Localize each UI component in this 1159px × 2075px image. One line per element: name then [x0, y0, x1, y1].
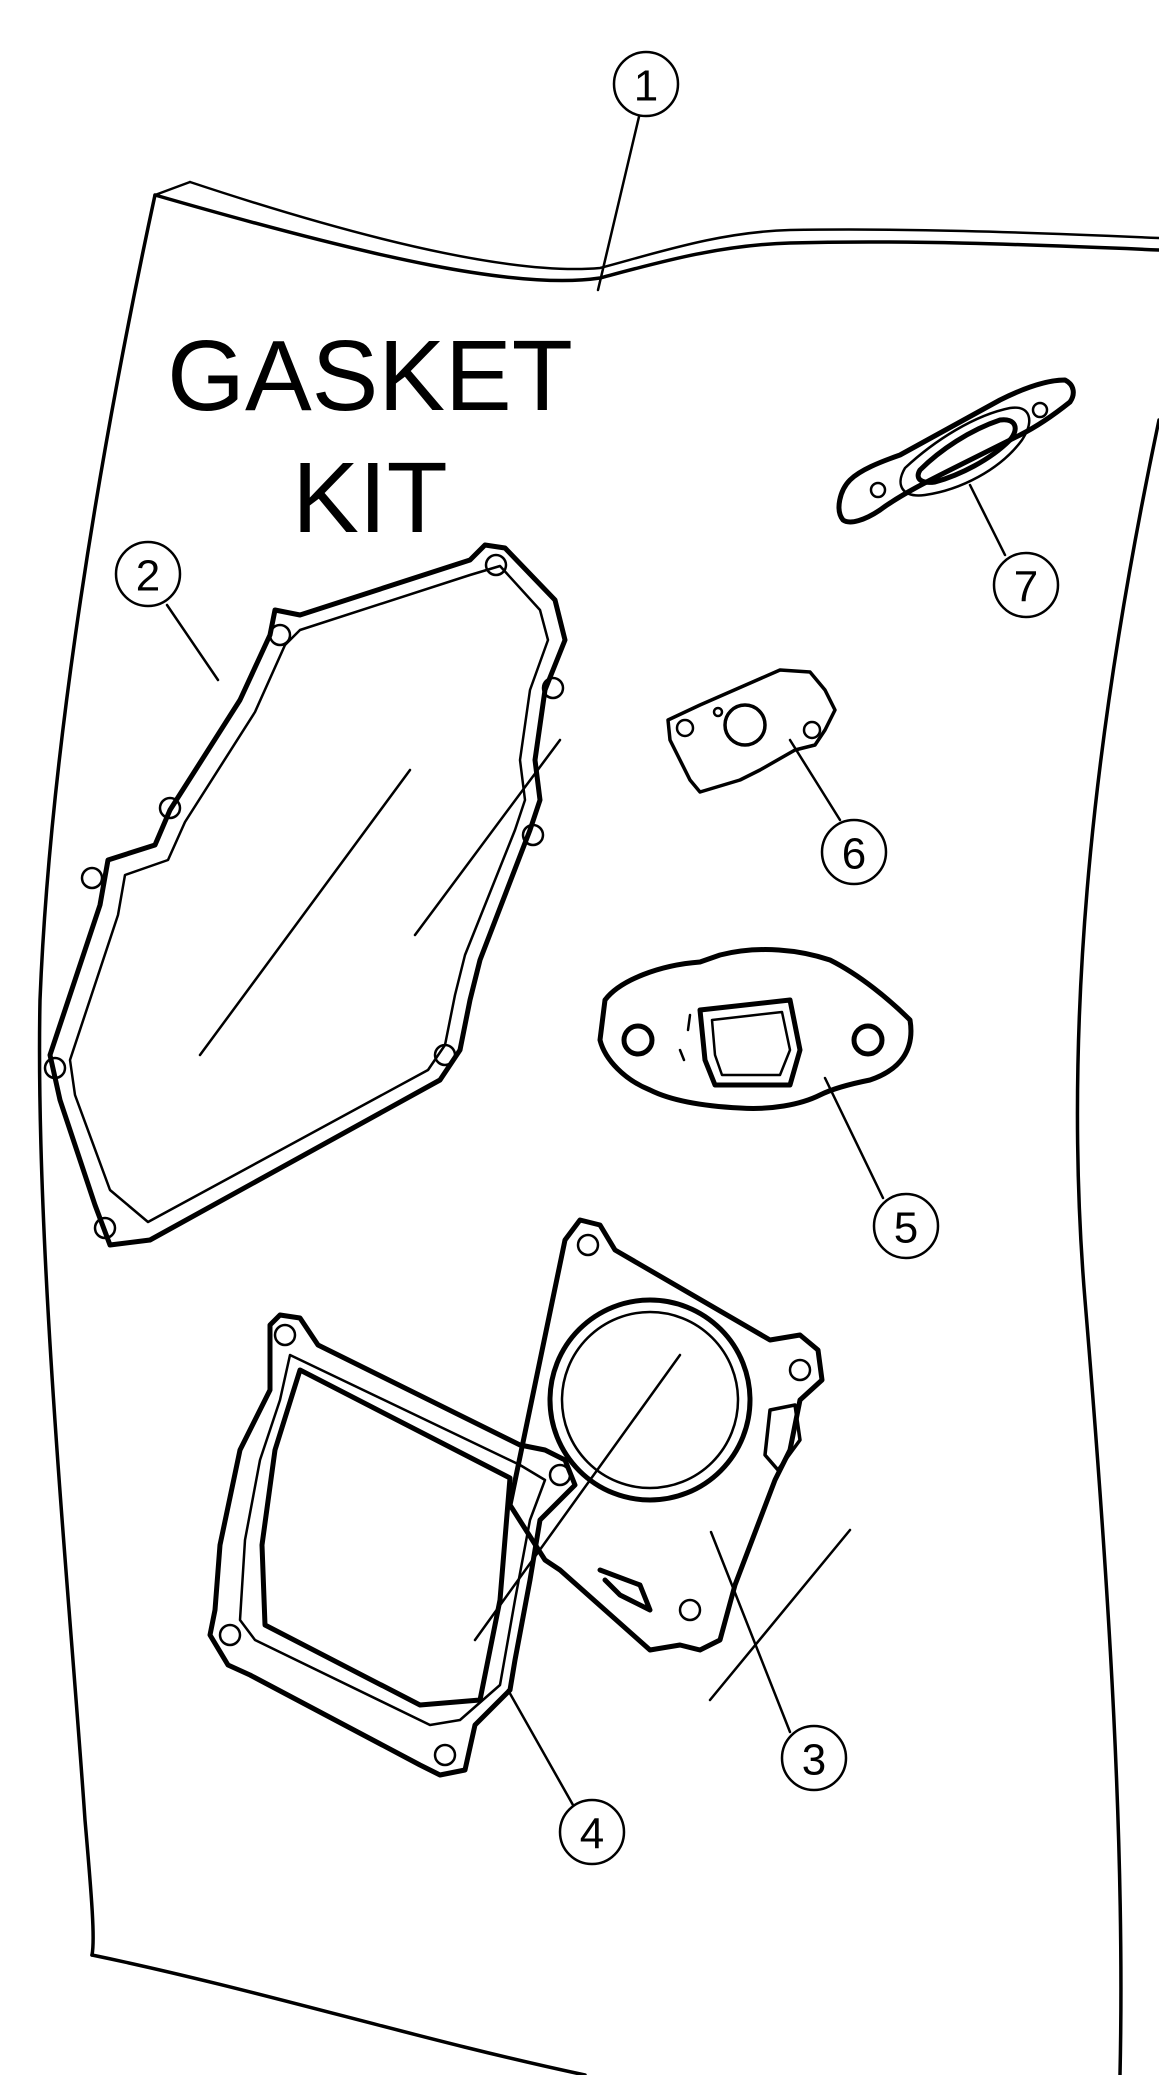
valve-cover-gasket [207, 1312, 682, 1778]
callout-6: 6 [820, 818, 888, 886]
leader-6 [788, 738, 842, 822]
leader-3 [709, 1530, 792, 1734]
gasket-kit-title: GASKET KIT [167, 320, 573, 554]
leader-lines [165, 102, 1007, 1807]
exhaust-gasket [597, 947, 914, 1111]
leader-7 [968, 483, 1007, 557]
crankcase-gasket [43, 542, 568, 1248]
svg-text:4: 4 [580, 1810, 604, 1859]
leader-5 [823, 1076, 885, 1200]
leader-2 [165, 603, 220, 682]
leader-4 [506, 1688, 575, 1807]
leader-1 [596, 102, 644, 292]
title-line-1: GASKET [167, 320, 573, 432]
callouts: 1 2 3 4 5 6 7 [114, 50, 1060, 1866]
callout-3: 3 [780, 1724, 848, 1792]
title-line-2: KIT [292, 442, 448, 554]
intake-gasket [836, 377, 1076, 525]
svg-text:3: 3 [802, 1736, 826, 1785]
callout-7: 7 [992, 551, 1060, 619]
gasket-kit-package [37, 180, 1159, 2075]
svg-text:7: 7 [1014, 563, 1038, 612]
callout-4: 4 [558, 1798, 626, 1866]
cylinder-head-gasket [507, 1217, 852, 1702]
callout-2: 2 [114, 540, 182, 608]
svg-text:5: 5 [894, 1204, 918, 1253]
svg-text:6: 6 [842, 830, 866, 879]
callout-1: 1 [612, 50, 680, 118]
callout-5: 5 [872, 1192, 940, 1260]
carburetor-gasket [666, 668, 837, 794]
svg-text:2: 2 [136, 552, 160, 601]
svg-text:1: 1 [634, 62, 658, 111]
